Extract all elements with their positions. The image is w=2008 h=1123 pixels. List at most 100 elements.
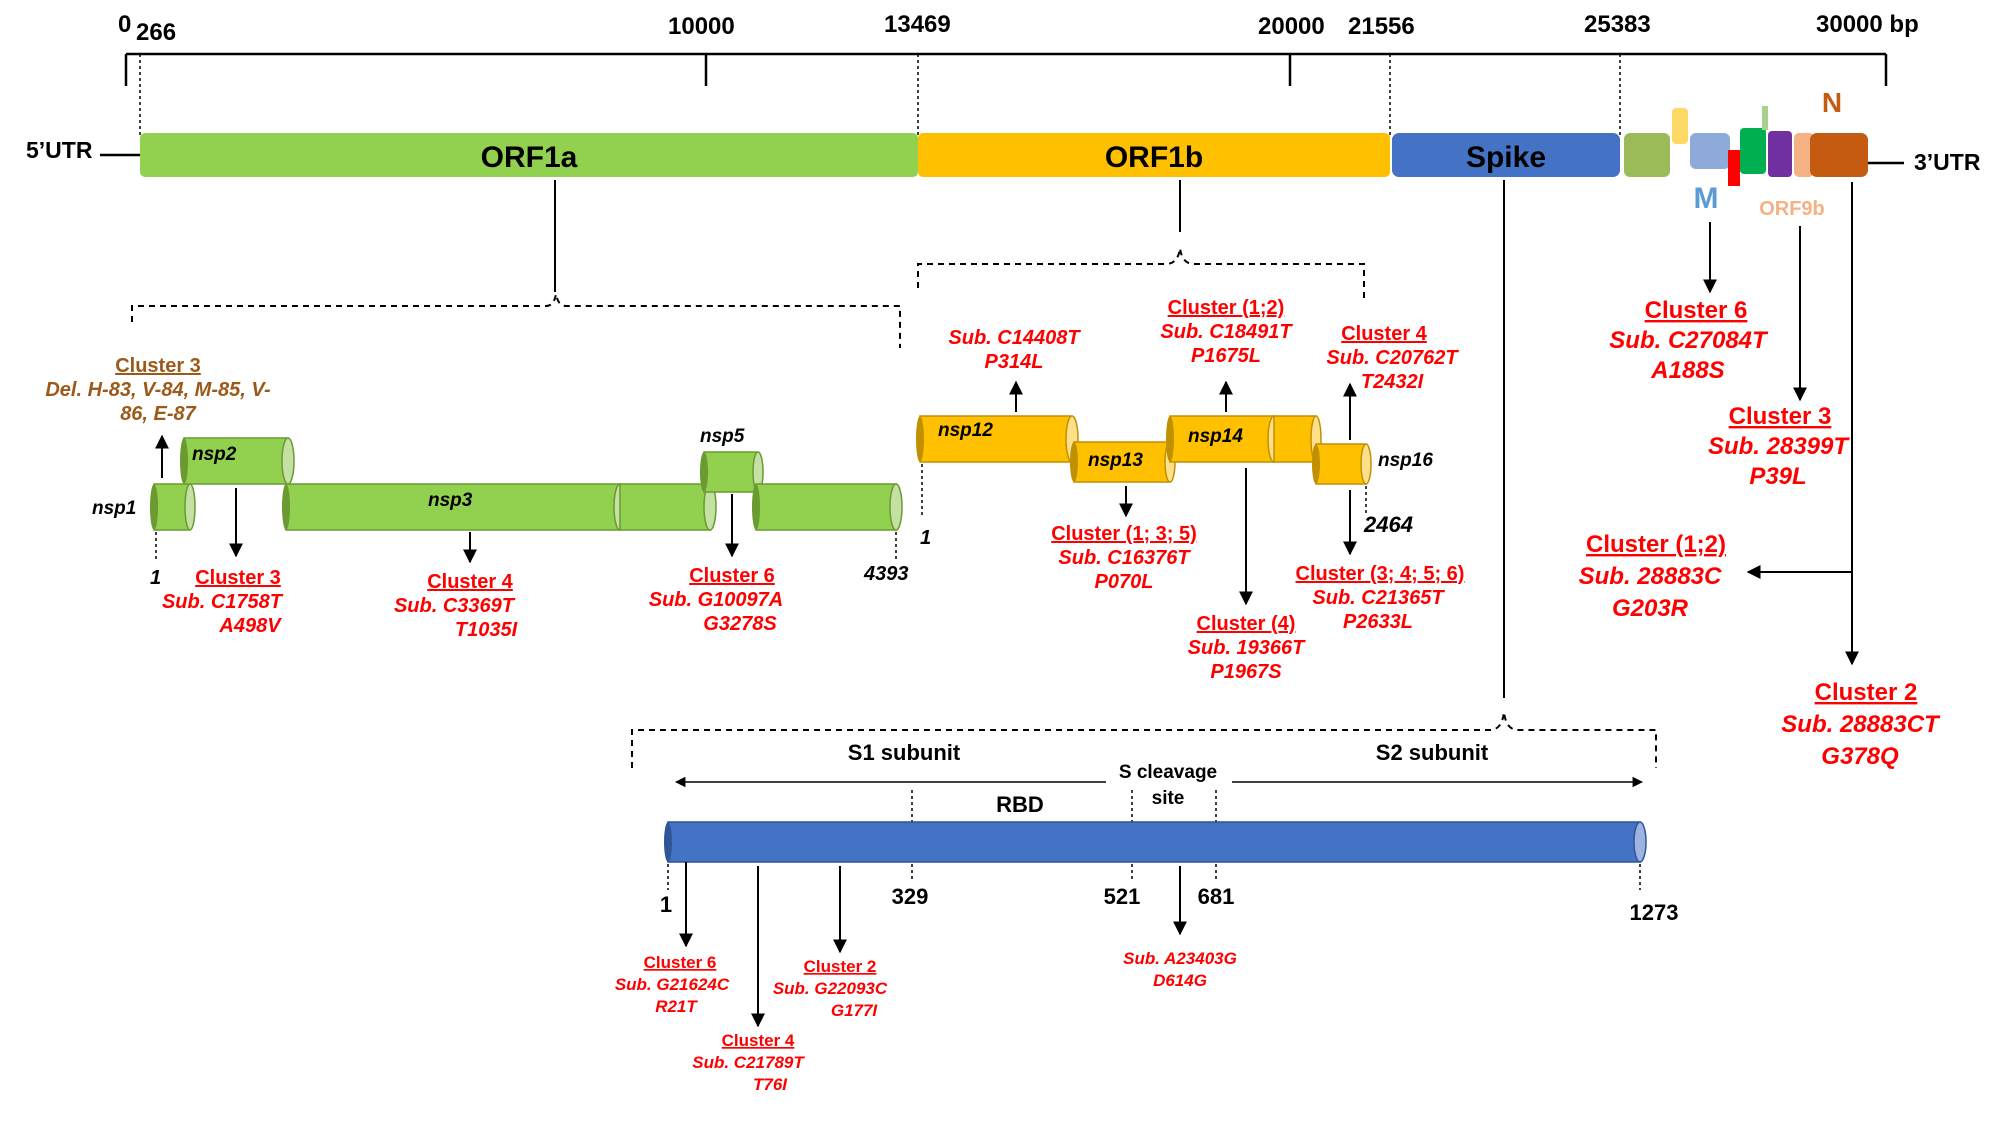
spike-mut-d-aa: D614G xyxy=(1153,971,1207,990)
orf1a-label: ORF1a xyxy=(481,141,578,174)
spike-mut-b-sub: Sub. C21789T xyxy=(692,1053,805,1072)
spike-detail: S1 subunit S2 subunit S cleavage site RB… xyxy=(615,740,1679,1094)
spike-label: Spike xyxy=(1466,141,1546,174)
axis-tick-label: 13469 xyxy=(884,11,951,38)
deletion-line2: 86, E-87 xyxy=(120,403,196,425)
nsp2-mut-cluster: Cluster 3 xyxy=(195,567,281,589)
spike-segment xyxy=(1392,133,1620,177)
nsp2-mut-sub: Sub. C1758T xyxy=(162,591,284,613)
spike-mut-c-sub: Sub. G22093C xyxy=(773,979,888,998)
nsp14-mut-down-cluster: Cluster (4) xyxy=(1197,613,1296,635)
deletion-line1: Del. H-83, V-84, M-85, V- xyxy=(45,379,271,401)
orf1a-detail: nsp1 nsp2 nsp3 nsp5 1 4393 Cluster 3 Del… xyxy=(45,355,908,641)
orf9b-block xyxy=(1794,133,1814,177)
genome-axis: 0 266 10000 13469 20000 21556 25383 3000… xyxy=(118,11,1919,138)
spike-mut-b-aa: T76I xyxy=(753,1075,788,1094)
orf7b-block xyxy=(1762,106,1768,130)
spike-mut-b-cluster: Cluster 4 xyxy=(722,1031,795,1050)
spike-mut-c-aa: G177I xyxy=(831,1001,879,1020)
n-label: N xyxy=(1822,87,1842,118)
axis-tick-label: 21556 xyxy=(1348,13,1415,40)
nsp14-mut-up-aa: P1675L xyxy=(1191,345,1261,367)
spike-pos-329: 329 xyxy=(892,884,929,909)
orf6-block xyxy=(1728,150,1740,186)
n-mut-down-cluster: Cluster 2 xyxy=(1815,679,1918,706)
orf8-block xyxy=(1768,131,1792,177)
m-label: M xyxy=(1694,182,1719,215)
nsp14-label: nsp14 xyxy=(1188,426,1243,447)
nsp3-mut-cluster: Cluster 4 xyxy=(427,571,513,593)
nsp16-mut-up-cluster: Cluster 4 xyxy=(1341,323,1427,345)
nsp13-mut-sub: Sub. C16376T xyxy=(1058,547,1191,569)
nsp16-mut-down-cluster: Cluster (3; 4; 5; 6) xyxy=(1296,563,1465,585)
m-mut-sub: Sub. C27084T xyxy=(1609,327,1769,354)
n-mut-side-sub: Sub. 28883C xyxy=(1579,563,1722,590)
nsp5-mut-sub: Sub. G10097A xyxy=(649,589,784,611)
utr-5-label: 5’UTR xyxy=(26,137,93,163)
orf1b-segment xyxy=(918,133,1390,177)
axis-tick-label: 10000 xyxy=(668,13,735,40)
nsp5-label: nsp5 xyxy=(700,426,745,447)
nsp3-mut-aa: T1035I xyxy=(455,619,518,641)
e-block xyxy=(1672,108,1688,144)
orf9b-mut-cluster: Cluster 3 xyxy=(1729,403,1832,430)
nsp16-mut-up-sub: Sub. C20762T xyxy=(1326,347,1459,369)
nsp12-mut-sub: Sub. C14408T xyxy=(948,327,1081,349)
spike-pos-521: 521 xyxy=(1104,884,1141,909)
orf1a-start-index: 1 xyxy=(150,567,161,589)
orf1a-segment xyxy=(140,133,918,177)
nsp14-mut-up-sub: Sub. C18491T xyxy=(1160,321,1293,343)
expansion-connectors xyxy=(131,180,1657,768)
spike-mut-a-sub: Sub. G21624C xyxy=(615,975,730,994)
orf9b-label: ORF9b xyxy=(1759,198,1825,220)
cleavage-line2: site xyxy=(1152,788,1185,809)
nsp13-mut-cluster: Cluster (1; 3; 5) xyxy=(1051,523,1197,545)
axis-tick-label: 20000 xyxy=(1258,13,1325,40)
spike-mut-a-cluster: Cluster 6 xyxy=(644,953,717,972)
n-mut-side-aa: G203R xyxy=(1612,595,1689,622)
m-mut-cluster: Cluster 6 xyxy=(1645,297,1748,324)
spike-mut-d-sub: Sub. A23403G xyxy=(1123,949,1237,968)
nsp14-mut-down-sub: Sub. 19366T xyxy=(1188,637,1307,659)
spike-pos-1273: 1273 xyxy=(1630,900,1679,925)
nsp1-label: nsp1 xyxy=(92,498,136,519)
spike-mut-c-cluster: Cluster 2 xyxy=(804,957,877,976)
orf1b-detail: nsp12 nsp13 nsp14 nsp16 1 2464 Sub. C144… xyxy=(916,297,1464,683)
nsp12-mut-aa: P314L xyxy=(985,351,1044,373)
nsp3-mut-sub: Sub. C3369T xyxy=(394,595,516,617)
nsp2-label: nsp2 xyxy=(192,444,237,465)
orf1b-label: ORF1b xyxy=(1105,141,1203,174)
spike-mut-a-aa: R21T xyxy=(655,997,698,1016)
orf1b-start-index: 1 xyxy=(920,527,931,549)
nsp13-label: nsp13 xyxy=(1088,450,1143,471)
nsp16-mut-down-aa: P2633L xyxy=(1343,611,1413,633)
utr-3-label: 3’UTR xyxy=(1914,149,1981,175)
n-mut-side-cluster: Cluster (1;2) xyxy=(1586,531,1726,558)
nsp2-mut-aa: A498V xyxy=(218,615,282,637)
n-block xyxy=(1810,133,1868,177)
nsp14-mut-down-aa: P1967S xyxy=(1210,661,1282,683)
nsp5-mut-cluster: Cluster 6 xyxy=(689,565,775,587)
orf7a-block xyxy=(1740,128,1766,174)
orf1b-end-index: 2464 xyxy=(1363,512,1413,537)
axis-tick-label: 30000 bp xyxy=(1816,11,1919,38)
orf9b-mut-sub: Sub. 28399T xyxy=(1708,433,1850,460)
nsp12-label: nsp12 xyxy=(938,420,993,441)
n-mut-down-aa: G378Q xyxy=(1821,743,1899,770)
orf9b-mut-aa: P39L xyxy=(1749,463,1806,490)
nsp13-mut-aa: P070L xyxy=(1095,571,1154,593)
orf3a-block xyxy=(1624,133,1670,177)
nsp16-mut-down-sub: Sub. C21365T xyxy=(1312,587,1445,609)
s1-subunit-label: S1 subunit xyxy=(848,740,961,765)
deletion-cluster: Cluster 3 xyxy=(115,355,201,377)
nsp5-mut-aa: G3278S xyxy=(703,613,777,635)
rbd-label: RBD xyxy=(996,792,1044,817)
axis-tick-label: 266 xyxy=(136,19,176,46)
nsp14-mut-up-cluster: Cluster (1;2) xyxy=(1168,297,1285,319)
nsp16-label: nsp16 xyxy=(1378,450,1433,471)
axis-tick-label: 25383 xyxy=(1584,11,1651,38)
spike-pos-681: 681 xyxy=(1198,884,1235,909)
m-block xyxy=(1690,133,1730,169)
